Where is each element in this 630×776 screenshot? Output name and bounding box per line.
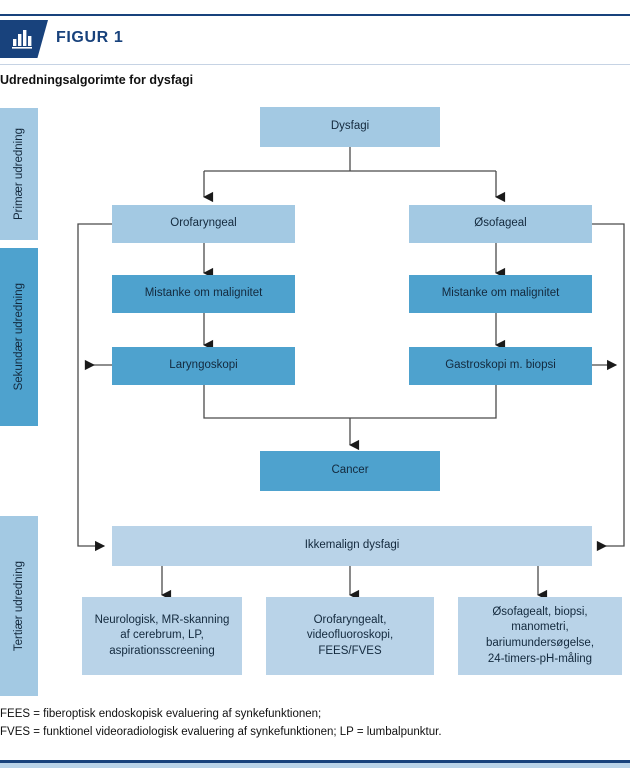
node-dysfagi[interactable]: Dysfagi <box>260 107 440 147</box>
node-cancer[interactable]: Cancer <box>260 451 440 491</box>
top-rule <box>0 14 630 16</box>
figure-header: FIGUR 1 <box>0 20 630 58</box>
node-tertiary-neurologisk[interactable]: Neurologisk, MR-skanning af cerebrum, LP… <box>82 597 242 675</box>
node-tertiary-orofaryngealt[interactable]: Orofaryngealt, videofluoroskopi, FEES/FV… <box>266 597 434 675</box>
node-orofaryngeal[interactable]: Orofaryngeal <box>112 205 295 243</box>
node-laryngoskopi[interactable]: Laryngoskopi <box>112 347 295 385</box>
figure-label: FIGUR 1 <box>56 29 124 46</box>
node-ikkemalign-dysfagi[interactable]: Ikkemalign dysfagi <box>112 526 592 566</box>
line: aspirationsscreening <box>109 644 215 657</box>
node-tertiary-osofagealt-lines: Øsofagealt, biopsi, manometri, bariumund… <box>486 605 594 667</box>
line: Orofaryngealt, <box>313 613 387 626</box>
node-mistanke-om-malignitet-right[interactable]: Mistanke om malignitet <box>409 275 592 313</box>
footnote-fees: FEES = fiberoptisk endoskopisk evaluerin… <box>0 708 322 720</box>
node-tertiary-orofaryngealt-lines: Orofaryngealt, videofluoroskopi, FEES/FV… <box>307 613 393 660</box>
phase-band-primary: Primær udredning <box>0 108 38 240</box>
footnote-fves: FVES = funktionel videoradiologisk evalu… <box>0 725 442 738</box>
line: manometri, <box>511 621 569 634</box>
line: Øsofagealt, biopsi, <box>492 605 588 618</box>
node-osofageal[interactable]: Øsofageal <box>409 205 592 243</box>
phase-band-tertiary: Tertiær udredning <box>0 516 38 696</box>
phase-label-primary: Primær udredning <box>13 127 25 221</box>
line: 24-timers-pH-måling <box>487 652 593 665</box>
bottom-rule-dark <box>0 760 630 763</box>
flow-connectors <box>77 147 625 601</box>
flowchart: Primær udredning Sekundær udredning Tert… <box>0 96 630 701</box>
phase-label-secondary: Sekundær udredning <box>13 283 25 391</box>
bar-chart-icon <box>12 30 32 49</box>
node-gastroskopi[interactable]: Gastroskopi m. biopsi <box>409 347 592 385</box>
line: Neurologisk, MR-skanning <box>94 613 230 626</box>
line: FEES/FVES <box>318 644 382 657</box>
header-rule <box>0 64 630 65</box>
line: af cerebrum, LP, <box>120 629 204 642</box>
line: bariumundersøgelse, <box>485 637 595 649</box>
figure-badge <box>0 20 48 58</box>
figure-title: Udredningsalgorimte for dysfagi <box>0 73 194 87</box>
phase-label-tertiary: Tertiær udredning <box>13 560 25 652</box>
line: videofluoroskopi, <box>306 629 394 642</box>
phase-band-secondary: Sekundær udredning <box>0 248 38 426</box>
bottom-rule-light <box>0 763 630 768</box>
node-mistanke-om-malignitet-left[interactable]: Mistanke om malignitet <box>112 275 295 313</box>
node-tertiary-osofagealt[interactable]: Øsofagealt, biopsi, manometri, bariumund… <box>458 597 622 675</box>
footnotes: FEES = fiberoptisk endoskopisk evaluerin… <box>0 706 630 742</box>
node-tertiary-neurologisk-lines: Neurologisk, MR-skanning af cerebrum, LP… <box>95 613 230 660</box>
